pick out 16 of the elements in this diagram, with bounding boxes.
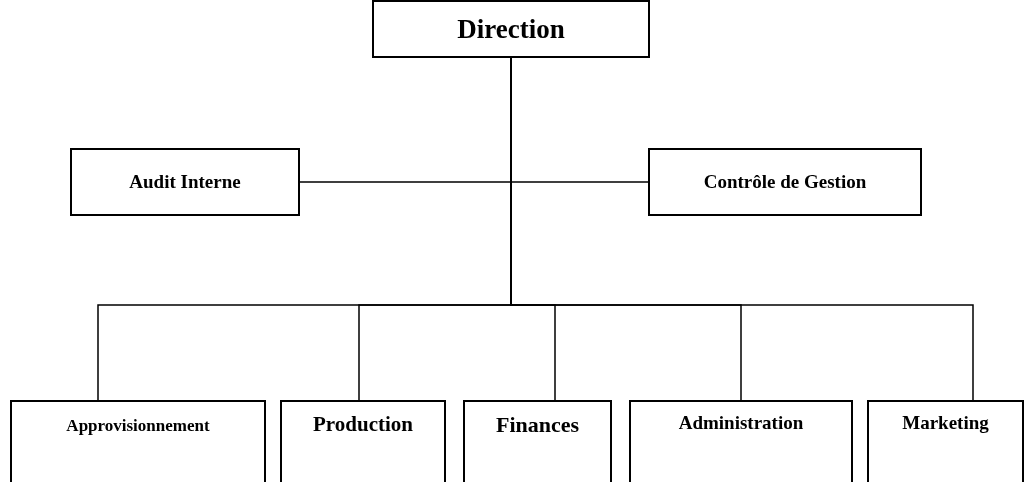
box-label: Administration bbox=[678, 412, 804, 434]
org-box bbox=[463, 400, 612, 482]
box-label: Marketing bbox=[902, 412, 989, 434]
org-box bbox=[629, 400, 853, 482]
org-box bbox=[280, 400, 446, 482]
org-box bbox=[648, 148, 922, 216]
org-box bbox=[867, 400, 1024, 482]
org-box bbox=[372, 0, 650, 58]
box-label: Production bbox=[313, 412, 413, 437]
box-label: Finances bbox=[495, 412, 580, 438]
box-label: Contrôle de Gestion bbox=[703, 171, 867, 193]
org-box bbox=[70, 148, 300, 216]
box-label: Audit Interne bbox=[129, 171, 241, 193]
box-label: Approvisionnement bbox=[66, 416, 210, 436]
box-label: Direction bbox=[457, 13, 565, 45]
org-box bbox=[10, 400, 266, 482]
